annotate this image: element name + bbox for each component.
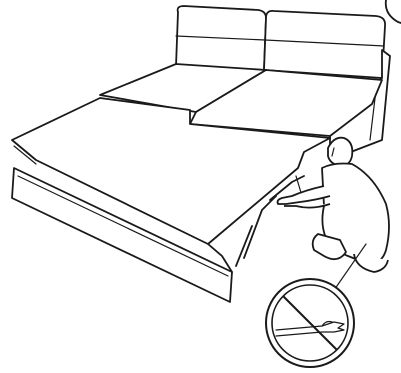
prohibition-hand-icon [266,279,354,367]
backrest-left [176,6,266,70]
backrest-right [264,11,385,78]
corner-callout [386,0,401,23]
